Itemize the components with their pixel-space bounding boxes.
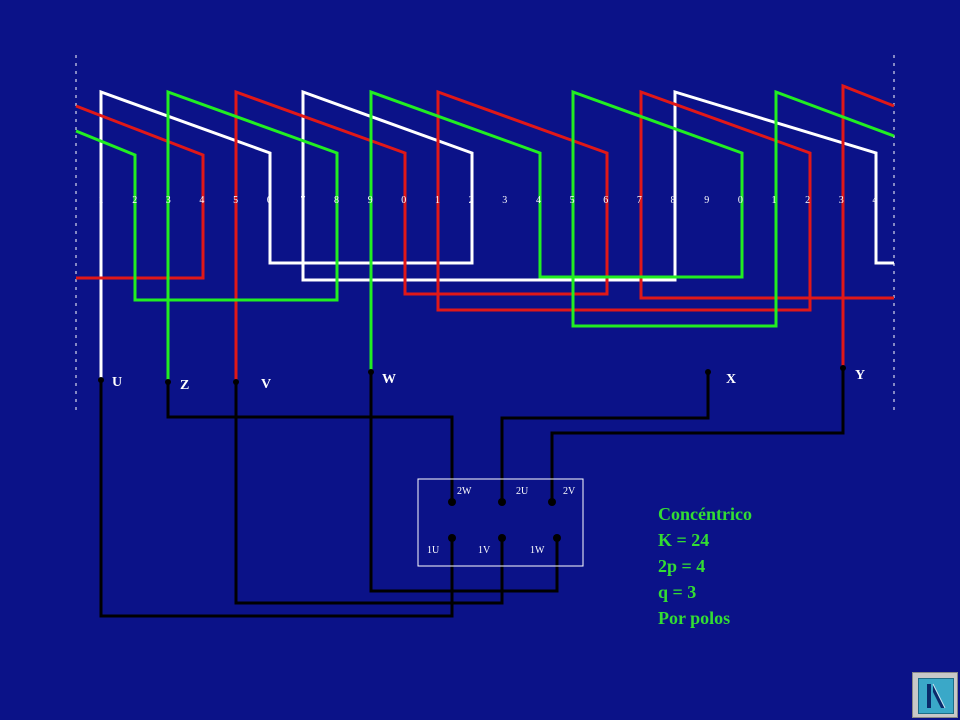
wire-z-to-2w	[166, 382, 454, 502]
pole-count: 2p = 4	[658, 556, 706, 576]
terminal-dot-x	[705, 369, 711, 375]
terminal-label-y: Y	[855, 368, 865, 383]
slot-number: 7	[637, 195, 642, 206]
slot-number: 9	[368, 195, 373, 206]
slot-number: 5	[570, 195, 575, 206]
coil-white-1-outer	[99, 89, 894, 380]
nav-end-button[interactable]	[912, 672, 958, 718]
box-label-1u: 1U	[427, 545, 440, 556]
coil-green-start	[75, 89, 339, 382]
coil-red-main	[234, 89, 894, 382]
wire-v-to-1v	[234, 382, 504, 605]
slot-number: 2	[805, 195, 810, 206]
terminal-box	[417, 478, 584, 567]
stud-1u	[448, 534, 456, 542]
phase-green-coils	[75, 89, 895, 382]
wire-y-to-2v	[550, 368, 845, 502]
terminal-labels: U Z V W X Y	[112, 368, 865, 393]
slot-number: 8	[334, 195, 339, 206]
slot-number: 1	[435, 195, 440, 206]
slot-numbers: 1 2 3 4 5 6 7 8 9 0 1 2 3 4 5 6 7 8 9 0 1 2 3 4	[99, 195, 878, 206]
terminal-label-v: V	[261, 377, 271, 392]
slot-number: 7	[300, 195, 305, 206]
slot-number: 8	[671, 195, 676, 206]
stud-2v	[548, 498, 556, 506]
terminal-dot-w	[368, 369, 374, 375]
winding-specs: Concéntrico K = 24 2p = 4 q = 3 Por polo…	[658, 501, 752, 631]
terminal-box-studs	[448, 498, 561, 542]
coil-red-start	[75, 104, 205, 280]
phase-red-coils	[75, 83, 895, 382]
box-label-1w: 1W	[530, 545, 545, 556]
slot-number: 4	[536, 195, 541, 206]
coil-green-main	[369, 89, 895, 372]
terminal-dot-z	[165, 379, 171, 385]
slot-number: 4	[199, 195, 204, 206]
slot-number: 1	[99, 195, 104, 206]
terminal-dot-u	[98, 377, 104, 383]
terminal-label-u: U	[112, 375, 122, 390]
wire-x-to-2u	[500, 372, 710, 502]
terminal-dots	[98, 365, 846, 385]
terminal-dot-y	[840, 365, 846, 371]
winding-type: Concéntrico	[658, 504, 752, 524]
terminal-label-w: W	[382, 372, 396, 387]
stud-1w	[553, 534, 561, 542]
slot-number: 2	[469, 195, 474, 206]
wire-w-to-1w	[369, 372, 559, 593]
connection-mode: Por polos	[658, 608, 731, 628]
slot-number: 6	[603, 195, 608, 206]
terminal-dot-v	[233, 379, 239, 385]
box-label-2u: 2U	[516, 486, 529, 497]
stud-2u	[498, 498, 506, 506]
box-label-1v: 1V	[478, 545, 491, 556]
box-label-2v: 2V	[563, 486, 576, 497]
phase-white-coils	[99, 89, 894, 380]
slot-number: 0	[738, 195, 743, 206]
terminal-label-z: Z	[180, 378, 189, 393]
slot-number: 1	[772, 195, 777, 206]
slot-number: 4	[872, 195, 877, 206]
external-wiring	[99, 368, 845, 618]
coil-red-end	[841, 83, 895, 368]
play-end-icon-glyph	[927, 683, 946, 709]
terminal-box-labels: 2W 2U 2V 1U 1V 1W	[427, 486, 576, 556]
slot-number: 9	[704, 195, 709, 206]
wire-u-to-1u	[99, 380, 454, 618]
slot-number: 0	[401, 195, 406, 206]
slot-number: 2	[132, 195, 137, 206]
play-end-icon	[918, 678, 954, 714]
slot-number: 3	[839, 195, 844, 206]
slot-number: 3	[502, 195, 507, 206]
slot-number: 3	[166, 195, 171, 206]
slots-per-pole-phase: q = 3	[658, 582, 697, 602]
stud-2w	[448, 498, 456, 506]
slot-number: 6	[267, 195, 272, 206]
terminal-label-x: X	[726, 372, 736, 387]
box-label-2w: 2W	[457, 486, 472, 497]
slot-count: K = 24	[658, 530, 710, 550]
stud-1v	[498, 534, 506, 542]
slot-number: 5	[233, 195, 238, 206]
